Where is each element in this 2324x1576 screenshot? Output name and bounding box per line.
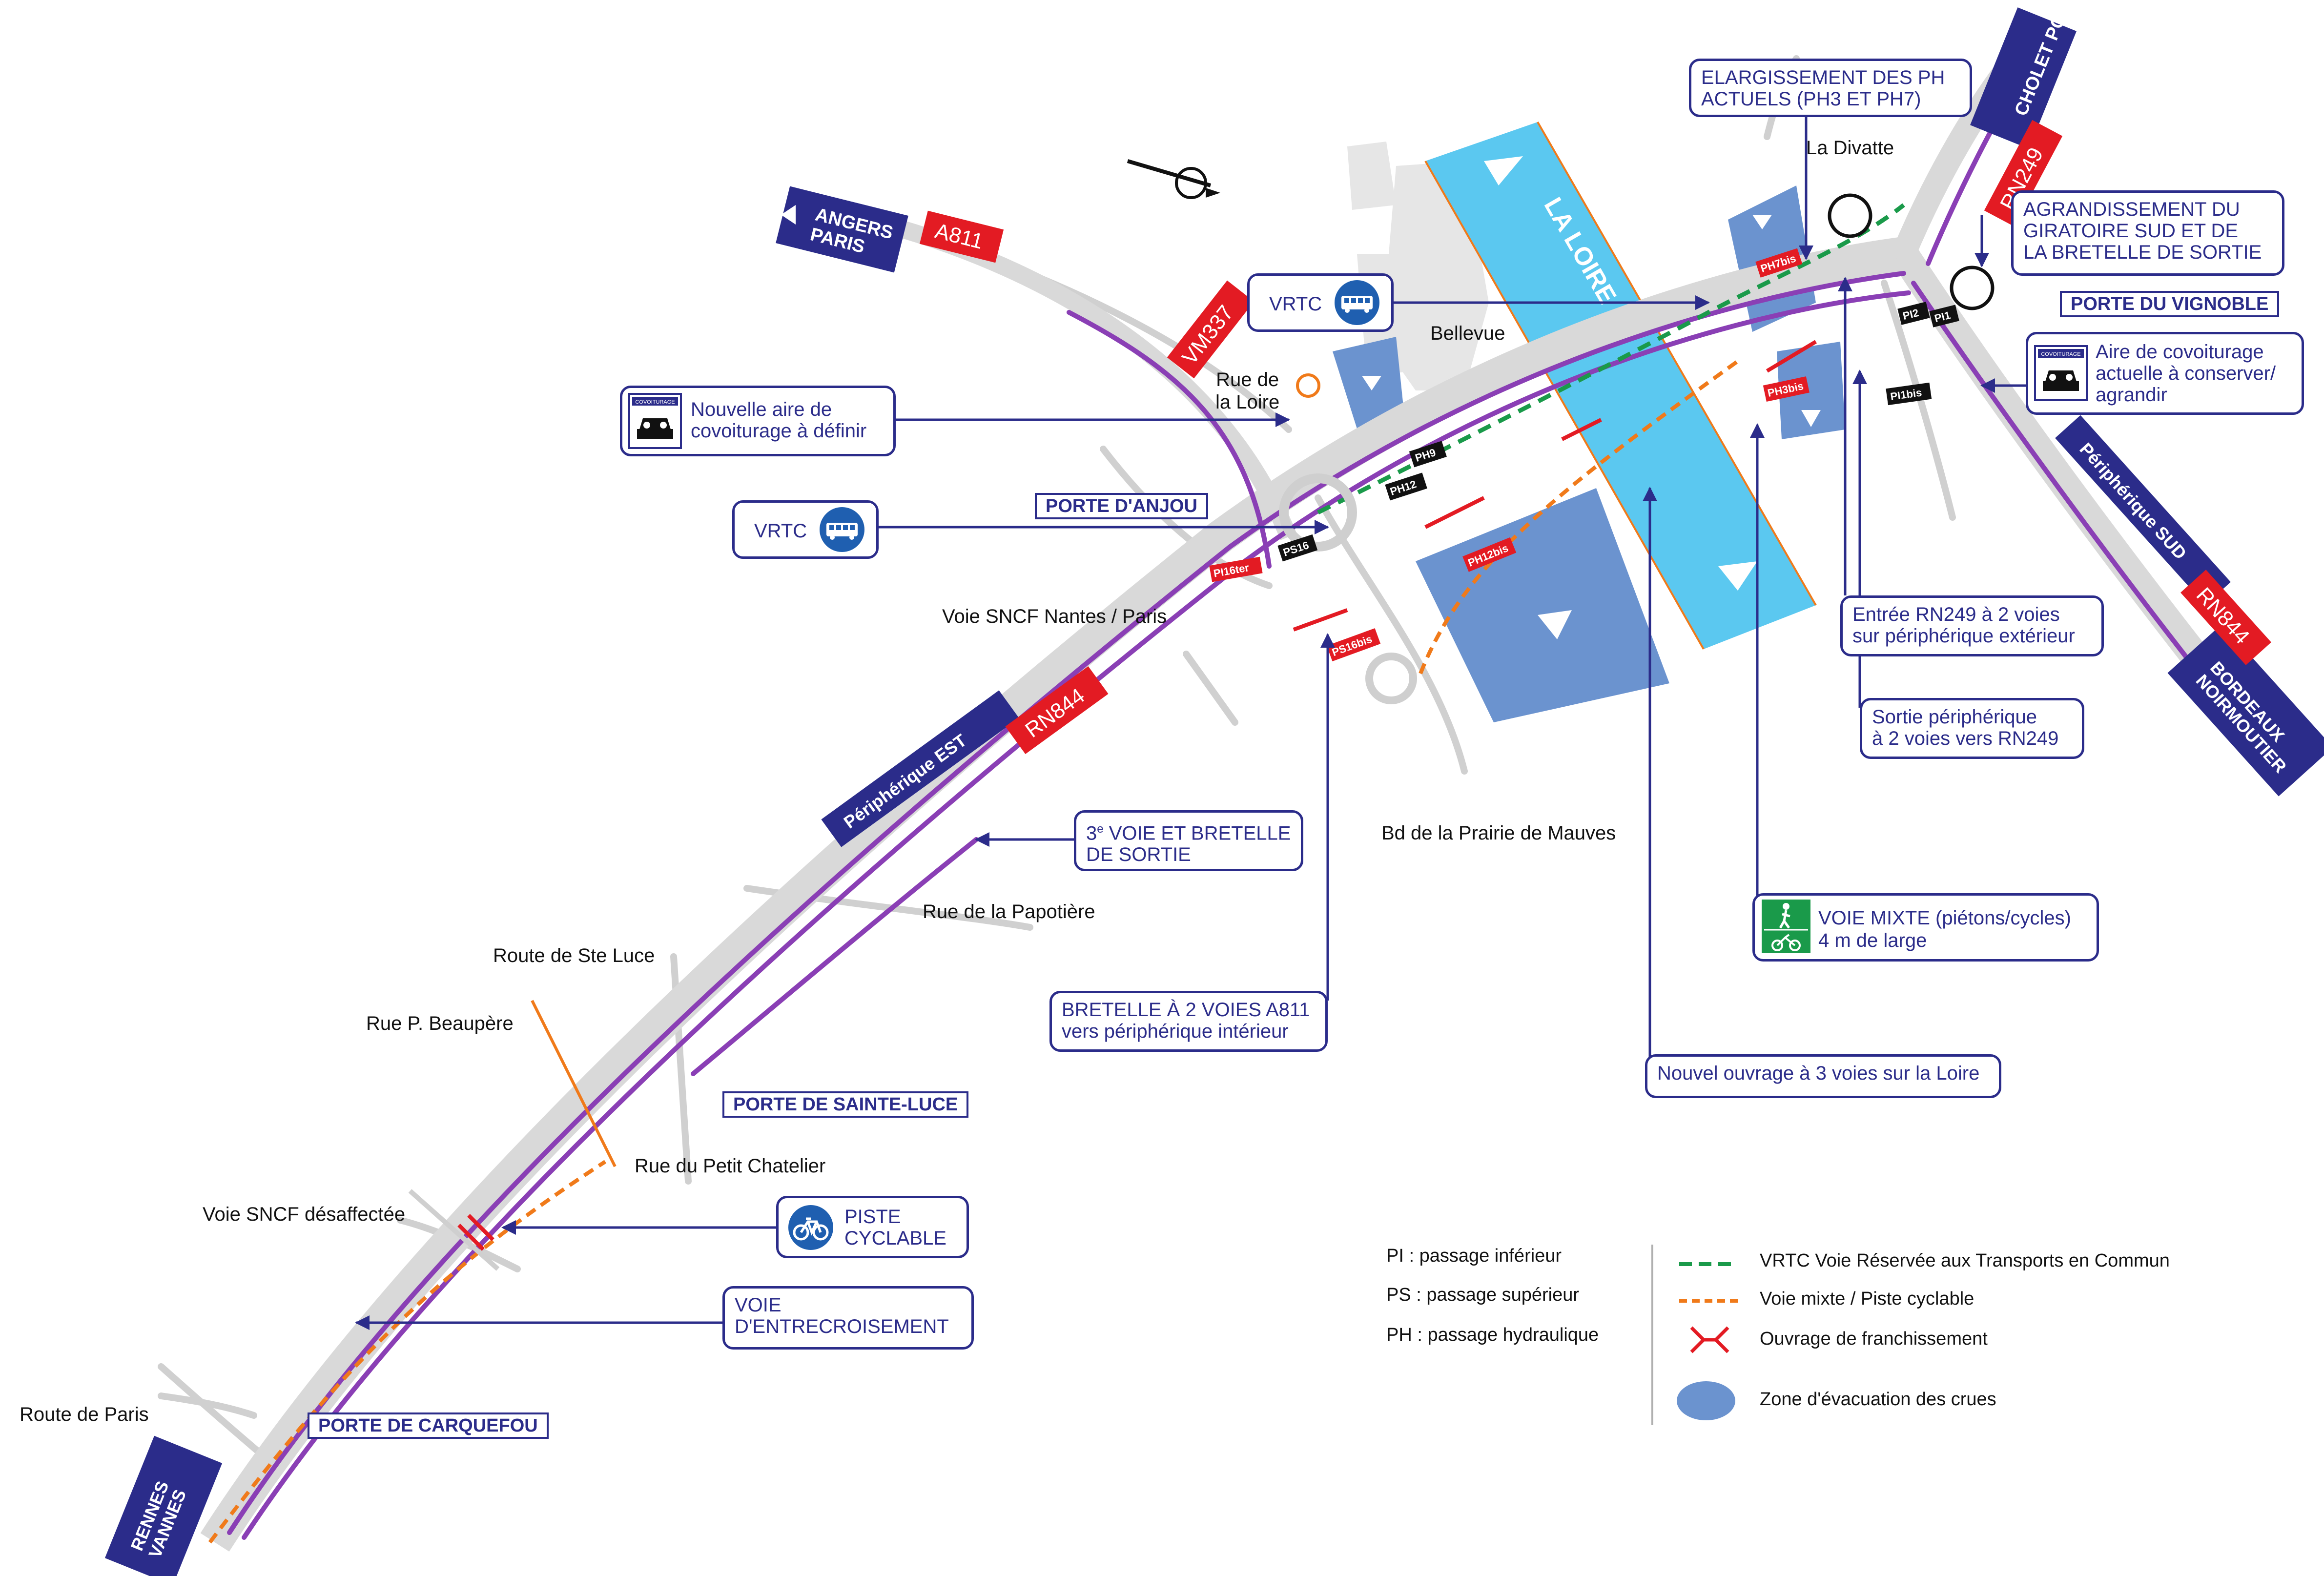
callout-nouvel-ouvrage: Nouvel ouvrage à 3 voies sur la Loire xyxy=(1645,1054,2001,1098)
porte-anjou: PORTE D'ANJOU xyxy=(1035,493,1208,519)
sncf-disused-line xyxy=(408,1189,500,1271)
legend-pi: PI : passage inférieur xyxy=(1386,1246,1562,1266)
carpool-icon: COVOITURAGE xyxy=(628,393,682,449)
label-rue-de-la-loire: Rue de la Loire xyxy=(1215,369,1280,413)
tag-ph9: PH9 xyxy=(1409,441,1447,468)
vrtc-lane xyxy=(1316,203,1905,515)
piste-cyclable-text: PISTE CYCLABLE xyxy=(844,1206,946,1249)
porte-vignoble: PORTE DU VIGNOBLE xyxy=(2060,291,2280,317)
callout-arrows xyxy=(355,112,2026,1330)
legend-symbols xyxy=(1651,1245,1738,1425)
svg-text:COVOITURAGE: COVOITURAGE xyxy=(2041,351,2080,357)
nouvelle-aire-text: Nouvelle aire de covoiturage à définir xyxy=(691,399,867,442)
loire-bank-right xyxy=(1537,122,1817,606)
label-la-divatte: La Divatte xyxy=(1806,137,1894,159)
label-bellevue: Bellevue xyxy=(1430,323,1505,344)
roundabout-la-divatte xyxy=(1828,193,1872,238)
flood-zone-arrows xyxy=(1362,215,1821,639)
secondary-roads xyxy=(158,55,1956,1468)
bicycle-icon xyxy=(788,1205,833,1250)
loire-direction-arrow-2 xyxy=(1718,561,1757,591)
voie-mixte-sub: 4 m de large xyxy=(1818,930,1927,951)
label-rue-beaupere: Rue P. Beaupère xyxy=(366,1013,514,1034)
tag-ps16bis: PS16bis xyxy=(1326,628,1381,661)
cycle-path xyxy=(208,359,1739,1544)
label-rue-papotiere: Rue de la Papotière xyxy=(923,901,1095,922)
sign-rennes-vannes: RENNESVANNES xyxy=(104,1435,223,1576)
legend-ouvrage: Ouvrage de franchissement xyxy=(1760,1329,1988,1349)
tag-pi1: PI1 xyxy=(1929,305,1959,327)
label-route-ste-luce: Route de Ste Luce xyxy=(493,945,655,966)
label-rue-petit-chatelier: Rue du Petit Chatelier xyxy=(635,1155,826,1177)
compass-icon xyxy=(1127,159,1220,199)
label-route-de-paris: Route de Paris xyxy=(20,1404,149,1425)
tag-pi2: PI2 xyxy=(1897,302,1930,325)
bus-icon xyxy=(820,507,864,552)
porte-sainte-luce: PORTE DE SAINTE-LUCE xyxy=(722,1091,969,1118)
callout-agrandissement: AGRANDISSEMENT DU GIRATOIRE SUD ET DE LA… xyxy=(2011,190,2284,276)
loire-river xyxy=(1425,122,1816,649)
project-lanes xyxy=(227,37,2248,1540)
pedestrian-cycle-icon xyxy=(1762,900,1810,953)
callout-bretelle-a811: BRETELLE À 2 VOIES A811 vers périphériqu… xyxy=(1049,991,1328,1052)
label-bd-prairie: Bd de la Prairie de Mauves xyxy=(1381,822,1616,844)
tag-ph12: PH12 xyxy=(1385,472,1427,501)
legend-vrtc: VRTC Voie Réservée aux Transports en Com… xyxy=(1760,1250,2170,1271)
callout-nouvelle-aire: COVOITURAGE Nouvelle aire de covoiturage… xyxy=(620,386,896,456)
troisieme-voie-text: VOIE ET BRETELLE DE SORTIE xyxy=(1086,822,1291,866)
callout-sortie-periph: Sortie périphérique à 2 voies vers RN249 xyxy=(1860,698,2084,759)
voie-mixte-title: VOIE MIXTE (piétons/cycles) xyxy=(1818,907,2071,929)
roundabout-vignoble xyxy=(1950,266,1995,310)
vrtc-top-label: VRTC xyxy=(1269,293,1322,315)
shield-a811: A811 xyxy=(919,210,1004,263)
bus-icon xyxy=(1335,280,1379,325)
rue-beaupere-line xyxy=(531,1000,617,1167)
legend-mixte: Voie mixte / Piste cyclable xyxy=(1760,1289,1974,1309)
aire-actuelle-text: Aire de covoiturage actuelle à conserver… xyxy=(2096,341,2276,406)
callout-entree-rn249: Entrée RN249 à 2 voies sur périphérique … xyxy=(1840,595,2104,656)
callout-vrtc-mid: VRTC xyxy=(732,500,879,559)
legend-zone-swatch xyxy=(1677,1381,1735,1420)
troisieme-voie-num: 3 xyxy=(1086,822,1097,844)
callout-aire-actuelle: COVOITURAGE Aire de covoiturage actuelle… xyxy=(2026,332,2304,415)
legend-zone: Zone d'évacuation des crues xyxy=(1760,1389,1996,1410)
callout-piste-cyclable: PISTE CYCLABLE xyxy=(776,1196,969,1258)
loire-direction-arrow xyxy=(1484,156,1523,185)
callout-voie-mixte: VOIE MIXTE (piétons/cycles) 4 m de large xyxy=(1752,893,2099,962)
vrtc-mid-label: VRTC xyxy=(754,520,807,542)
roundabouts xyxy=(1279,193,1995,704)
porte-carquefou: PORTE DE CARQUEFOU xyxy=(308,1412,549,1439)
carpool-icon: COVOITURAGE xyxy=(2034,345,2088,401)
loire-bank-left xyxy=(1424,161,1705,650)
legend-ph: PH : passage hydraulique xyxy=(1386,1325,1599,1345)
legend-ps: PS : passage supérieur xyxy=(1386,1285,1580,1305)
svg-text:COVOITURAGE: COVOITURAGE xyxy=(635,399,675,405)
tag-pi1bis: PI1bis xyxy=(1886,382,1932,406)
callout-voie-entrecroisement: VOIE D'ENTRECROISEMENT xyxy=(722,1286,974,1350)
svg-text:PH9: PH9 xyxy=(1414,446,1437,464)
motorway-south-band xyxy=(1891,246,2267,741)
label-voie-sncf-desaffectee: Voie SNCF désaffectée xyxy=(203,1204,406,1225)
legend-ouvrage-swatch xyxy=(1690,1326,1729,1353)
crossing-structures xyxy=(457,340,1817,1251)
callout-troisieme-voie: 3e VOIE ET BRETELLE DE SORTIE xyxy=(1074,810,1303,871)
callout-vrtc-top: VRTC xyxy=(1247,273,1394,332)
callout-elargissement: ELARGISSEMENT DES PH ACTUELS (PH3 ET PH7… xyxy=(1689,59,1972,117)
sign-angers-paris: ANGERSPARIS xyxy=(776,186,908,273)
label-voie-sncf-nantes: Voie SNCF Nantes / Paris xyxy=(942,606,1167,627)
troisieme-voie-sup: e xyxy=(1097,822,1104,836)
